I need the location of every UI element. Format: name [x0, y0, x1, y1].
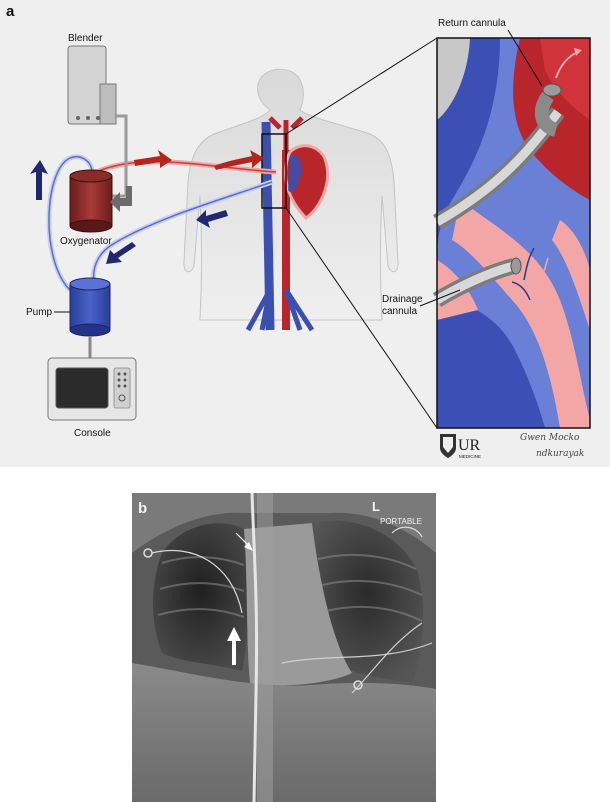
signature-line1: Gwen Mocko	[520, 433, 580, 443]
ur-medicine-logo: UR MEDICINE	[440, 434, 481, 459]
monitoring-line-2	[281, 642, 433, 664]
panel-b-radiograph: b L PORTABLE	[132, 493, 436, 802]
return-cannula-label: Return cannula	[438, 18, 506, 29]
return-tubing-core	[91, 161, 277, 175]
monitoring-line-1	[151, 549, 243, 614]
oxygenator-device	[69, 169, 113, 233]
xray-svg: b L PORTABLE	[132, 493, 436, 802]
side-marker: L	[372, 499, 380, 514]
zoom-line-top	[285, 37, 438, 135]
ecg-lead-1	[143, 548, 153, 558]
drainage-cannula-leader	[419, 289, 461, 307]
drainage-tubing-core	[92, 181, 273, 285]
ecg-lead-2	[353, 680, 363, 690]
return-flow-arrow-2	[214, 150, 264, 170]
loop-tubing-core	[48, 156, 93, 291]
thick-arrow	[227, 627, 241, 665]
console-device	[47, 357, 137, 421]
pump-device	[69, 277, 111, 358]
return-flow-arrow-1	[134, 150, 172, 168]
zoom-line-bottom	[285, 207, 438, 429]
return-cannula-leader	[507, 29, 543, 87]
spine	[257, 493, 273, 802]
panel-a-label: a	[6, 3, 15, 20]
ecmo-cannula-line	[250, 493, 259, 802]
logo-text: UR	[458, 437, 481, 454]
monitoring-line-3	[351, 622, 423, 694]
abdomen	[132, 663, 436, 802]
gas-line-arrow	[110, 186, 132, 212]
signature-line2: ndkurayak	[536, 449, 584, 459]
pump-label: Pump	[26, 307, 53, 318]
blender-label: Blender	[68, 33, 103, 44]
iliac-branches	[245, 288, 315, 332]
artist-signature: Gwen Mocko ndkurayak	[520, 433, 584, 459]
loop-flow-arrow	[30, 160, 48, 200]
inset-detail	[432, 37, 591, 429]
drainage-cannula-label-line1: Drainage	[382, 294, 423, 305]
rib-shadows	[157, 553, 423, 622]
panel-a-illustration: a Blender Oxygenator Pump	[0, 0, 610, 467]
thin-arrow	[235, 532, 253, 551]
portable-label: PORTABLE	[380, 517, 422, 526]
heart-right-side	[288, 154, 302, 193]
panel-b-label: b	[138, 500, 147, 517]
drainage-flow-arrow-1	[196, 210, 228, 228]
drainage-cannula-label-line2: cannula	[382, 306, 417, 317]
console-label: Console	[74, 428, 111, 439]
oxygenator-label: Oxygenator	[60, 236, 112, 247]
monitoring-line-4	[391, 526, 423, 538]
logo-subtext: MEDICINE	[459, 454, 481, 459]
ecmo-diagram-svg: a Blender Oxygenator Pump	[6, 3, 591, 459]
drainage-flow-arrow-2	[106, 242, 136, 264]
